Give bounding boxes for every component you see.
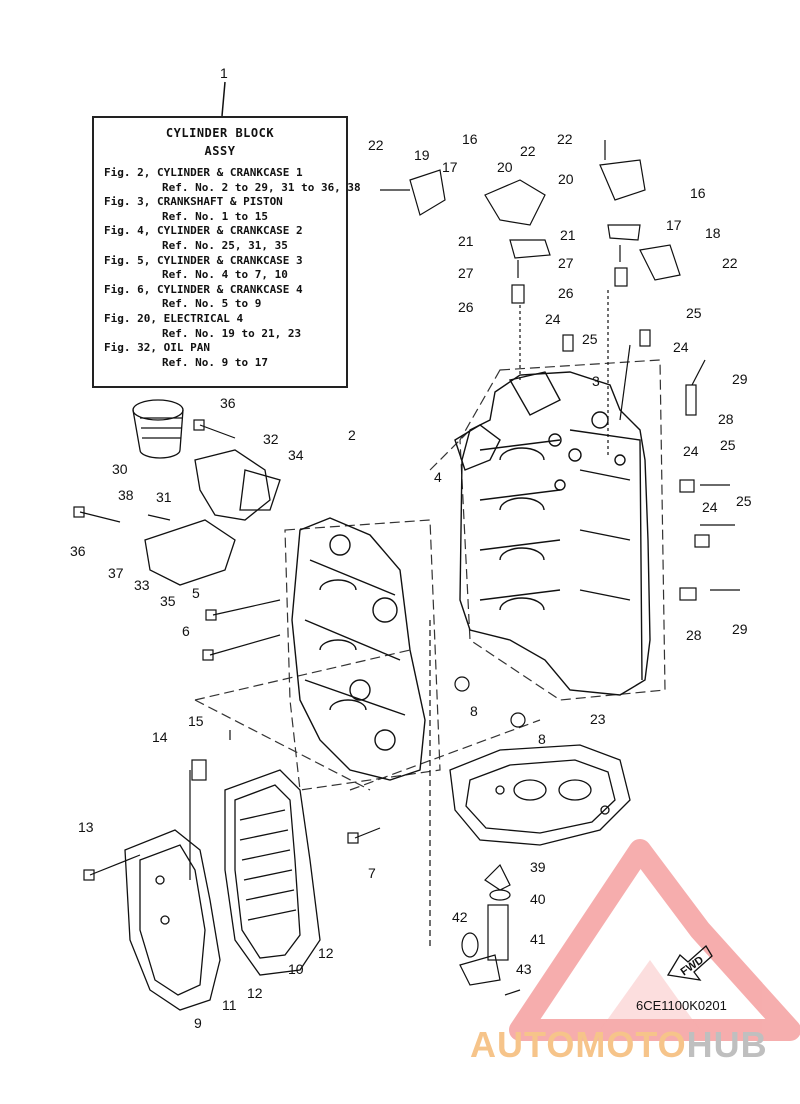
part-number: 22: [520, 143, 536, 159]
part-number: 3: [592, 373, 600, 389]
part-number: 38: [118, 487, 134, 503]
part-number: 12: [247, 985, 263, 1001]
part-number: 36: [70, 543, 86, 559]
part-number: 41: [530, 931, 546, 947]
part-number: 24: [673, 339, 689, 355]
part-number: 25: [720, 437, 736, 453]
legend-ref-line: Ref. No. 1 to 15: [162, 209, 268, 223]
part-number: 16: [690, 185, 706, 201]
legend-ref-line: Ref. No. 25, 31, 35: [162, 238, 288, 252]
part-number: 17: [442, 159, 458, 175]
part-number: 12: [318, 945, 334, 961]
legend-ref-line: Ref. No. 5 to 9: [162, 297, 262, 311]
part-number: 26: [458, 299, 474, 315]
part-number: 43: [516, 961, 532, 977]
part-number: 1: [220, 65, 228, 81]
part-number: 11: [222, 997, 237, 1013]
part-number: 20: [497, 159, 513, 175]
part-number: 37: [108, 565, 124, 581]
part-number: 24: [545, 311, 561, 327]
part-number: 5: [192, 585, 200, 601]
part-number: 16: [462, 131, 478, 147]
part-number: 36: [220, 395, 236, 411]
part-number: 26: [558, 285, 574, 301]
legend-ref-line: Ref. No. 4 to 7, 10: [162, 268, 288, 282]
oil-filter: [132, 399, 281, 586]
legend-fig-line: Fig. 32, OIL PAN: [104, 341, 210, 355]
part-number: 32: [263, 431, 279, 447]
oil-pan-cover: [124, 769, 321, 1011]
part-number: 34: [288, 447, 304, 463]
part-number: 8: [538, 731, 546, 747]
assembly-legend-box: CYLINDER BLOCK ASSY Fig. 2, CYLINDER & C…: [92, 116, 361, 388]
legend-ref-line: Ref. No. 19 to 21, 23: [162, 326, 302, 340]
part-number: 35: [160, 593, 176, 609]
part-number: 24: [702, 499, 718, 515]
part-number: 29: [732, 621, 748, 637]
diagram-code: 6CE1100K0201: [636, 998, 727, 1013]
part-number: 18: [705, 225, 721, 241]
part-number: 24: [683, 443, 699, 459]
part-number: 22: [368, 137, 384, 153]
part-number: 33: [134, 577, 150, 593]
legend-ref-line: Ref. No. 2 to 29, 31 to 36, 38: [162, 180, 361, 194]
part-number: 23: [590, 711, 606, 727]
part-number: 13: [78, 819, 94, 835]
bolts-and-leaders: [73, 140, 740, 996]
part-number: 25: [582, 331, 598, 347]
part-number: 27: [458, 265, 474, 281]
part-number: 28: [686, 627, 702, 643]
legend-fig-line: Fig. 2, CYLINDER & CRANKCASE 1: [104, 166, 303, 179]
legend-fig-line: Fig. 3, CRANKSHAFT & PISTON: [104, 195, 283, 209]
watermark-logo: [509, 839, 800, 1041]
part-number: 6: [182, 623, 190, 639]
legend-fig-line: Fig. 4, CYLINDER & CRANKCASE 2: [104, 224, 303, 238]
part-number: 19: [414, 147, 430, 163]
part-number: 25: [736, 493, 752, 509]
part-number: 42: [452, 909, 468, 925]
part-number: 22: [722, 255, 738, 271]
part-number: 4: [434, 469, 442, 485]
watermark-part1: AUTOMOTO: [470, 1024, 687, 1065]
legend-fig-line: Fig. 6, CYLINDER & CRANKCASE 4: [104, 282, 303, 296]
legend-title-line1: CYLINDER BLOCK: [165, 126, 275, 140]
part-number: 2: [348, 427, 356, 443]
part-number: 10: [288, 961, 304, 977]
part-number: 39: [530, 859, 546, 875]
watermark-part2: HUB: [686, 1024, 768, 1065]
legend-title-line2: ASSY: [204, 144, 236, 158]
part-number: 20: [558, 171, 574, 187]
gasket-23: [449, 744, 631, 846]
part-number: 7: [368, 865, 376, 881]
cylinder-head: [291, 517, 426, 781]
part-number: 25: [686, 305, 702, 321]
part-number: 8: [470, 703, 478, 719]
part-number: 31: [156, 489, 172, 505]
leader-1: [221, 81, 226, 117]
part-number: 17: [666, 217, 682, 233]
part-number: 27: [558, 255, 574, 271]
part-number: 14: [152, 729, 168, 745]
part-number: 29: [732, 371, 748, 387]
part-number: 21: [458, 233, 474, 249]
part-number: 15: [188, 713, 204, 729]
watermark-text: AUTOMOTOHUB: [470, 1024, 768, 1066]
part-number-labels: 1 2 3 4 5 6 7 8 8 9 10 11 12 12 13 14 15…: [70, 65, 752, 1031]
legend-ref-line: Ref. No. 9 to 17: [162, 355, 268, 369]
part-number: 21: [560, 227, 576, 243]
part-number: 22: [557, 131, 573, 147]
part-number: 30: [112, 461, 128, 477]
part-number: 40: [530, 891, 546, 907]
part-number: 28: [718, 411, 734, 427]
crankcase: [454, 371, 651, 696]
legend-fig-line: Fig. 20, ELECTRICAL 4: [104, 311, 244, 325]
part-number: 9: [194, 1015, 202, 1031]
legend-fig-line: Fig. 5, CYLINDER & CRANKCASE 3: [104, 253, 303, 267]
